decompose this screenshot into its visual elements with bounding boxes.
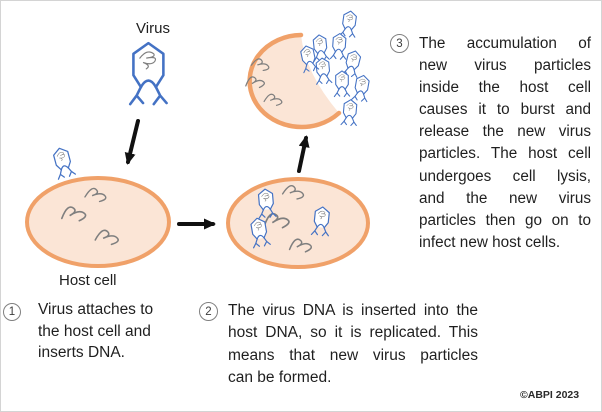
arrow-virus-to-host (124, 119, 140, 165)
step-3-text: The accumulation of new virus particles … (419, 33, 591, 254)
step-1-line: the host cell and (38, 322, 151, 340)
step-3-line: and the new virus (419, 189, 591, 207)
step-3-line: particles then go on to (419, 211, 591, 229)
step-2-text: The virus DNA is inserted into the host … (228, 300, 478, 389)
step-2-line: can be formed. (228, 368, 332, 386)
burst-cell-shape (249, 35, 339, 127)
step-3-line: causes it to burst and (419, 101, 591, 119)
step-2-marker: 2 (199, 302, 218, 321)
step-3-line: The accumulation of (419, 35, 591, 52)
step-3-marker: 3 (390, 34, 409, 53)
attached-virus-icon (50, 145, 77, 180)
step-2-line: The virus DNA is inserted into the (228, 302, 478, 319)
step-3-line: release the new virus (419, 123, 591, 141)
step-3-line: inside the host cell (419, 79, 591, 97)
step-2-line: host DNA, so it is replicated. This (228, 324, 478, 342)
burst-cell-membrane (247, 32, 342, 130)
step-3-line: particles. The host cell (419, 145, 591, 163)
host-cell-label: Host cell (59, 272, 117, 289)
host-cell-shape (25, 176, 171, 268)
step-1-marker: 1 (3, 303, 21, 321)
step-1-line: inserts DNA. (38, 344, 125, 361)
step-2-line: means that new virus particles (228, 346, 478, 364)
step-3-line: infect new host cells. (419, 233, 561, 251)
step-1-line: Virus attaches to (38, 301, 154, 318)
virus-icon (128, 41, 168, 106)
step-1-text: Virus attaches to the host cell and inse… (38, 299, 168, 364)
step-2-number: 2 (205, 305, 212, 318)
step-3-line: new virus particles (419, 57, 591, 75)
arrow-infected-to-burst (297, 135, 310, 173)
step-3-line: undergoes cell lysis, (419, 167, 591, 185)
virus-label: Virus (136, 20, 170, 37)
infected-cell-shape (226, 177, 370, 269)
step-1-number: 1 (8, 306, 16, 318)
copyright-notice: ©ABPI 2023 (520, 389, 580, 401)
step-3-number: 3 (396, 37, 403, 50)
